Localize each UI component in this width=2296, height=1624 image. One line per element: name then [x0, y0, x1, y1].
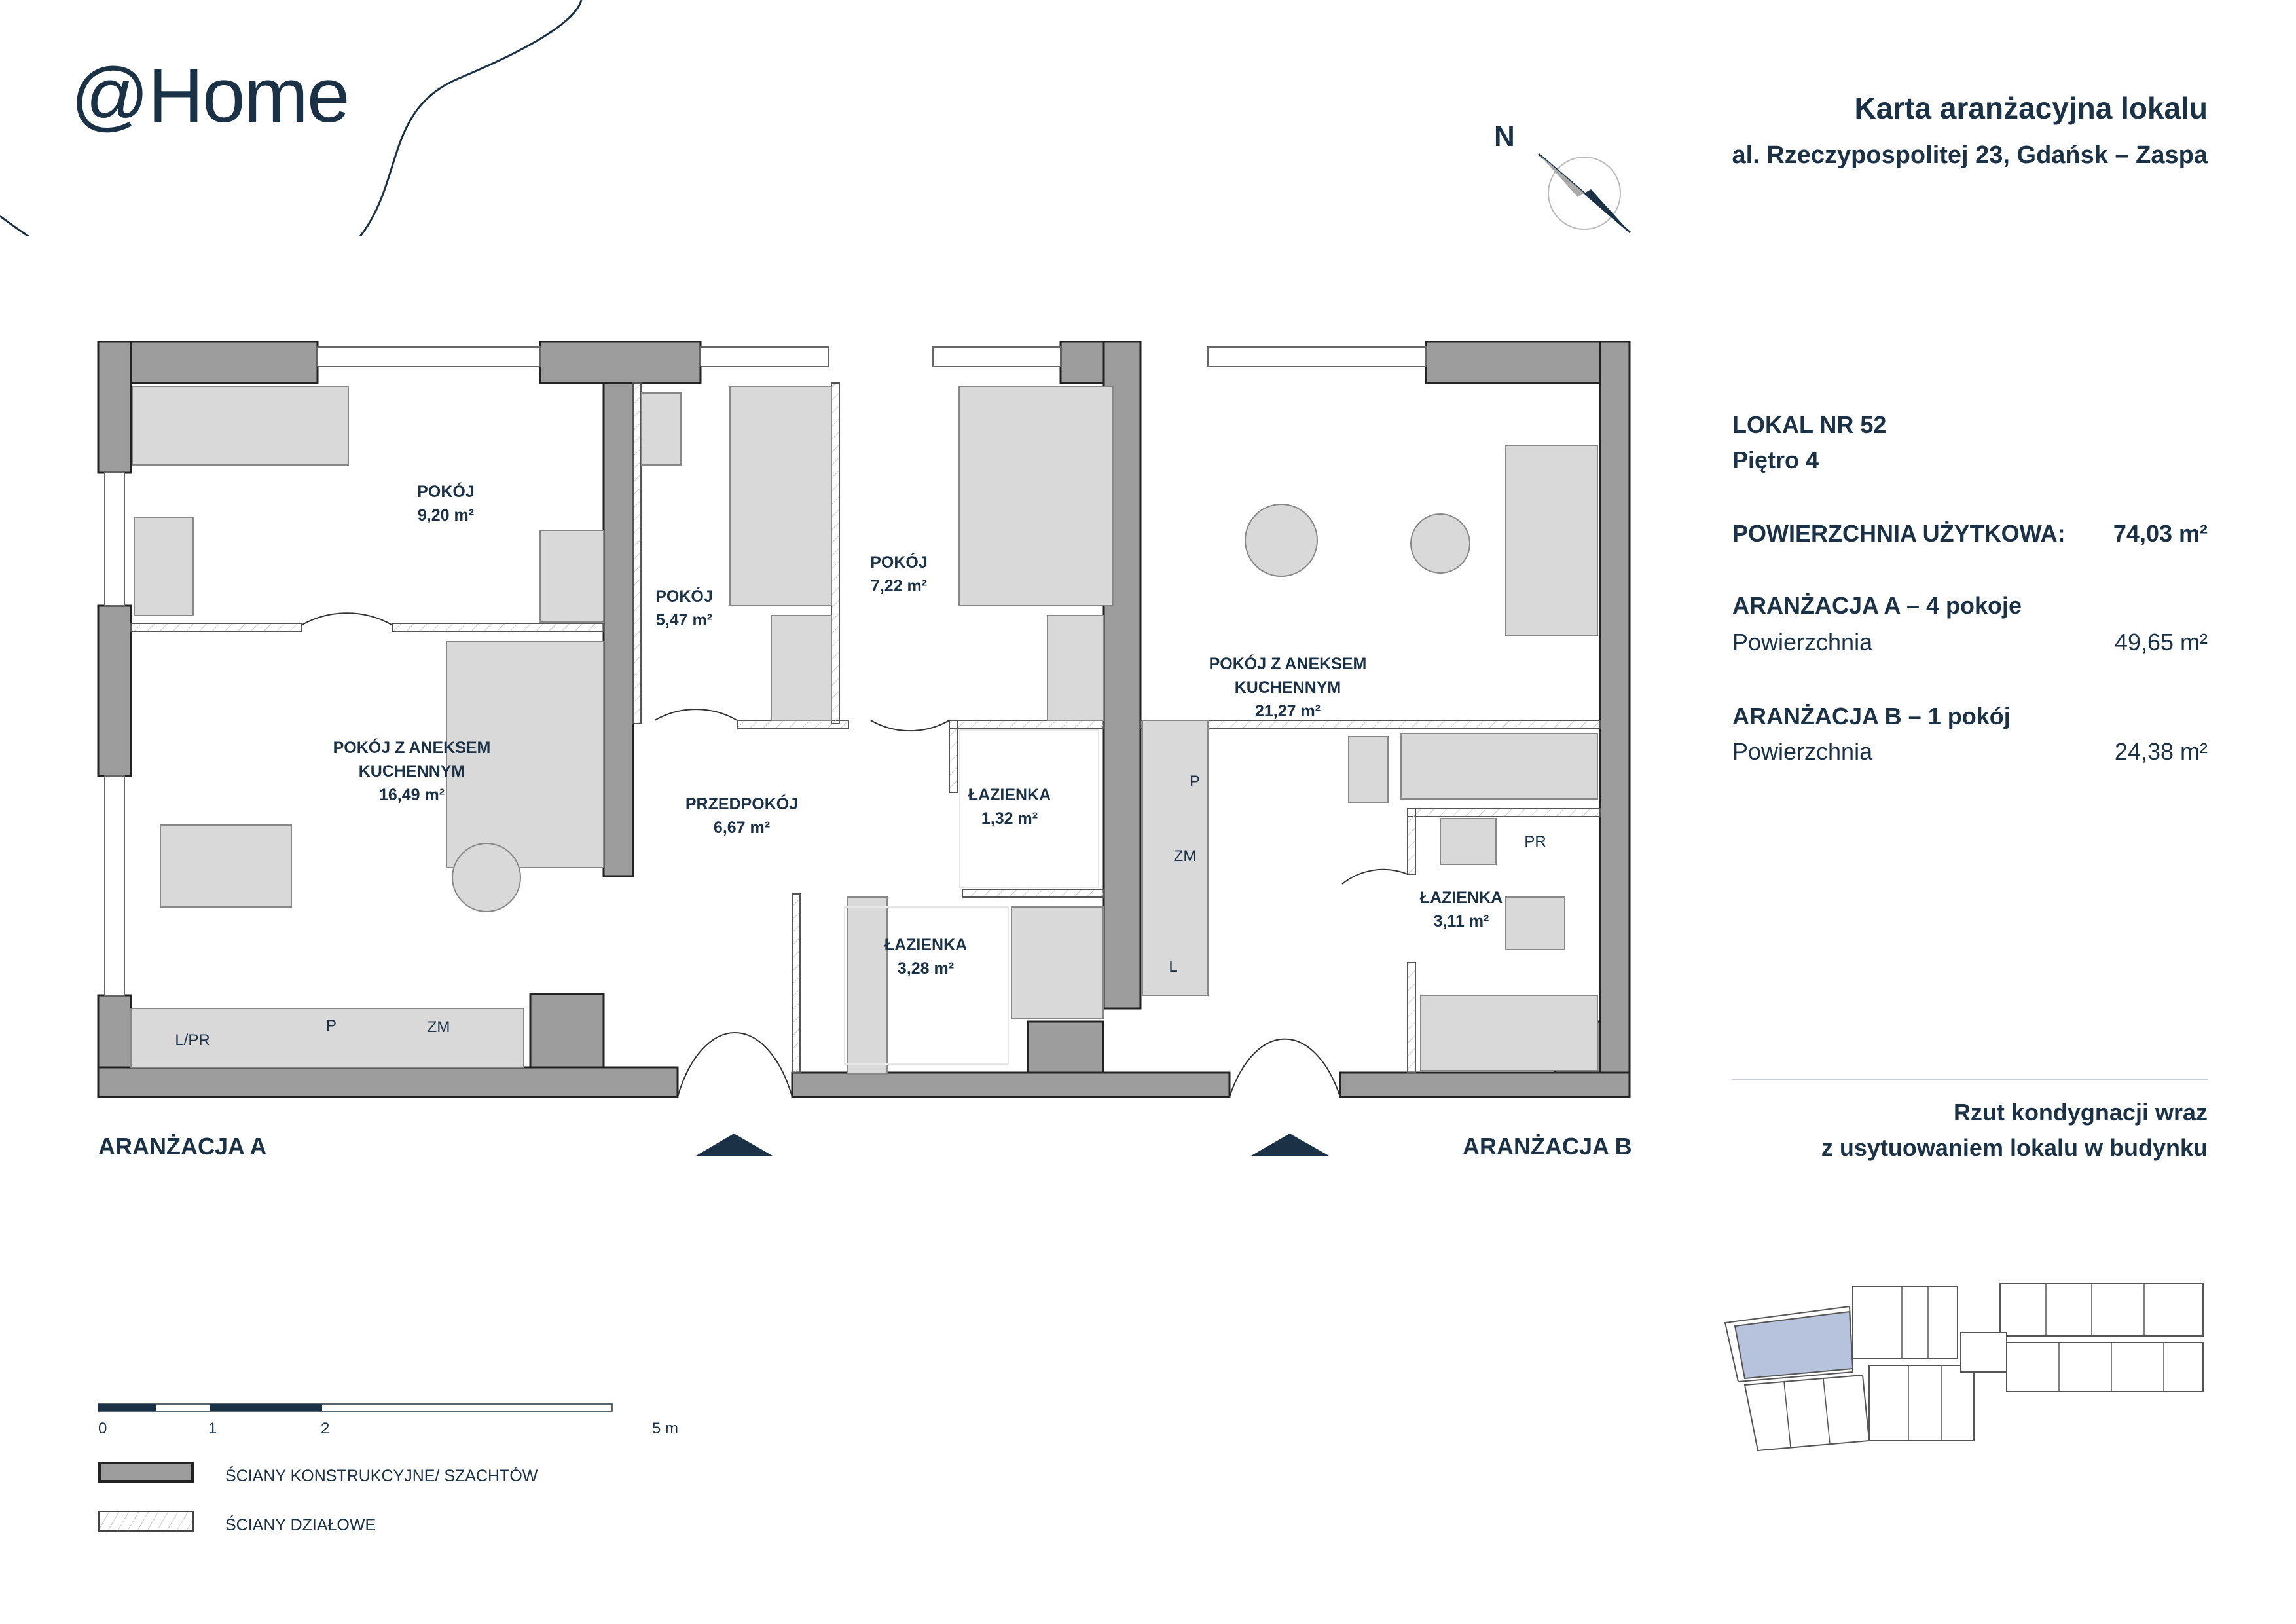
scale-tick: 2	[321, 1420, 330, 1437]
scale-tick: 0	[98, 1420, 107, 1437]
legend-structural-label: ŚCIANY KONSTRUKCYJNE/ SZACHTÓW	[225, 1467, 538, 1485]
area-value: 49,65 m²	[2114, 629, 2208, 655]
partition-walls	[130, 382, 1601, 1073]
divider	[1732, 1079, 2208, 1080]
logo: @Home	[71, 52, 350, 139]
arrangement-b-label: ARANŻACJA B	[1463, 1133, 1632, 1160]
usable-area-row: POWIERZCHNIA UŻYTKOWA: 74,03 m²	[1732, 520, 2208, 547]
legend-structural-swatch	[98, 1462, 194, 1483]
location-caption: Rzut kondygnacji wraz z usytuowaniem lok…	[1821, 1095, 2208, 1166]
entrance-arrow-a	[696, 1134, 773, 1156]
fixture-label: ZM	[1173, 847, 1197, 865]
scale-tick: 1	[208, 1420, 217, 1437]
decorative-curve	[0, 0, 583, 236]
north-label: N	[1494, 120, 1515, 153]
scale-bar	[98, 1403, 613, 1412]
unit-highlight	[1734, 1310, 1854, 1380]
fixture-label: L	[1169, 958, 1178, 976]
building-location-map	[1724, 1283, 2204, 1452]
entrance-markers	[696, 1134, 1329, 1156]
area-value: 24,38 m²	[2114, 738, 2208, 765]
fixture-label: PR	[1524, 833, 1546, 851]
arrangement-a-title: ARANŻACJA A – 4 pokoje	[1732, 592, 2022, 619]
caption-line-2: z usytuowaniem lokalu w budynku	[1821, 1134, 2208, 1161]
floor-plan	[97, 341, 1631, 1156]
page-title: Karta aranżacyjna lokalu	[1854, 91, 2208, 125]
fixture-label: P	[1189, 773, 1201, 790]
scale-tick: 5 m	[652, 1420, 679, 1437]
bathroom-tiles	[844, 729, 1099, 1065]
legend-partition-label: ŚCIANY DZIAŁOWE	[225, 1516, 376, 1534]
doors	[301, 612, 1408, 1098]
legend-partition-swatch	[98, 1511, 194, 1532]
area-label: Powierzchnia	[1732, 629, 1873, 655]
fixture-label: ZM	[427, 1018, 450, 1036]
arrangement-b-area-row: Powierzchnia 24,38 m²	[1732, 738, 2208, 766]
fixture-label: P	[325, 1017, 337, 1035]
usable-area-value: 74,03 m²	[2113, 520, 2208, 547]
arrangement-a-area-row: Powierzchnia 49,65 m²	[1732, 629, 2208, 656]
arrangement-b-title: ARANŻACJA B – 1 pokój	[1732, 703, 2011, 729]
area-label: Powierzchnia	[1732, 738, 1873, 765]
fixture-label: L/PR	[175, 1031, 210, 1049]
compass-icon	[1538, 153, 1631, 234]
address: al. Rzeczypospolitej 23, Gdańsk – Zaspa	[1732, 141, 2208, 169]
entrance-arrow-b	[1251, 1134, 1329, 1156]
windows	[104, 346, 1427, 996]
unit-number: LOKAL NR 52	[1732, 411, 1887, 438]
floor: Piętro 4	[1732, 447, 1819, 473]
furniture	[130, 386, 1598, 1075]
usable-area-label: POWIERZCHNIA UŻYTKOWA:	[1732, 520, 2066, 547]
caption-line-1: Rzut kondygnacji wraz	[1953, 1099, 2208, 1126]
arrangement-a-label: ARANŻACJA A	[98, 1133, 267, 1160]
